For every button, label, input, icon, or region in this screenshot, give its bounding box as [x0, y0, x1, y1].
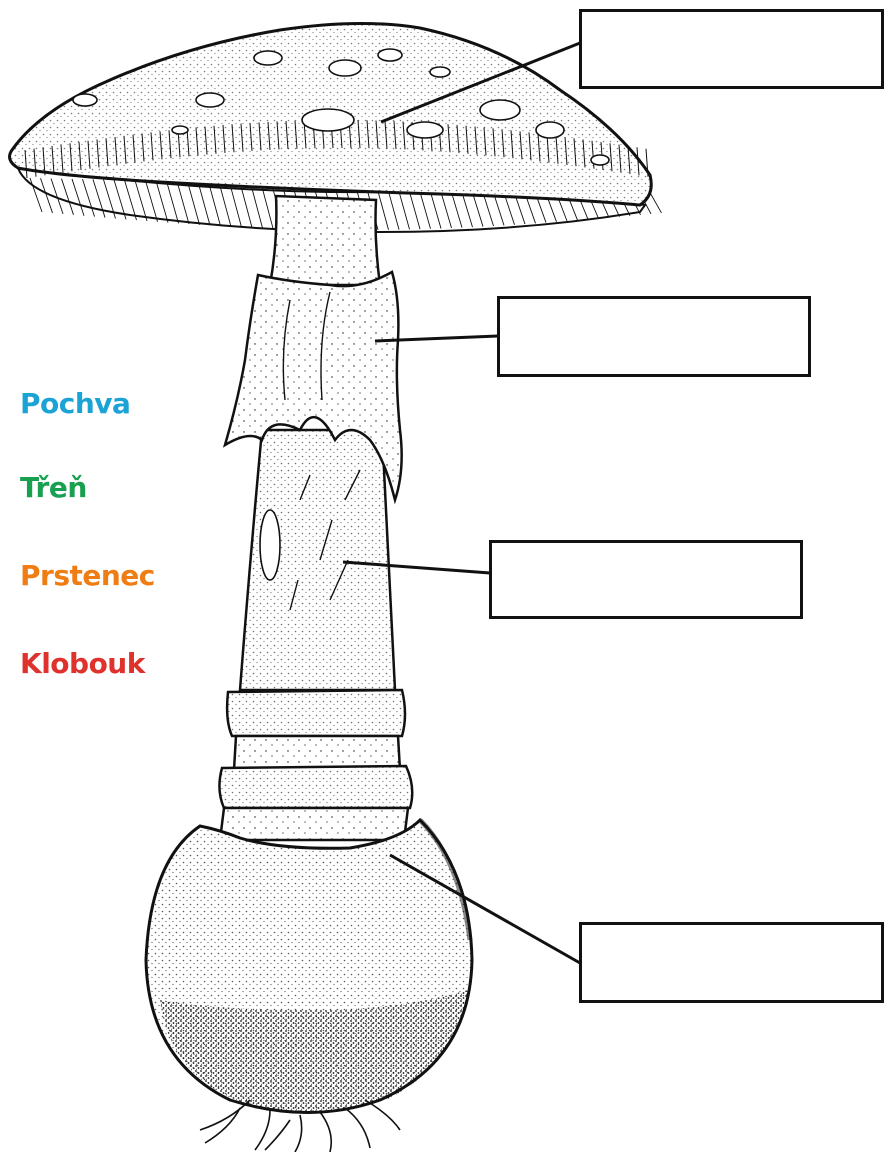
word-prstenec[interactable]: Prstenec [20, 562, 155, 590]
stem-base [219, 690, 412, 840]
word-klobouk[interactable]: Klobouk [20, 650, 145, 678]
answer-box-cap[interactable] [579, 9, 884, 89]
gill-line [650, 192, 662, 213]
stem-upper [270, 196, 380, 285]
answer-box-ring[interactable] [497, 296, 811, 377]
cap [10, 23, 652, 205]
volva [146, 820, 472, 1113]
answer-box-stem[interactable] [489, 540, 803, 619]
answer-box-volva[interactable] [579, 922, 884, 1003]
word-tren[interactable]: Třeň [20, 474, 87, 502]
word-pochva[interactable]: Pochva [20, 390, 130, 418]
stem [240, 430, 395, 690]
